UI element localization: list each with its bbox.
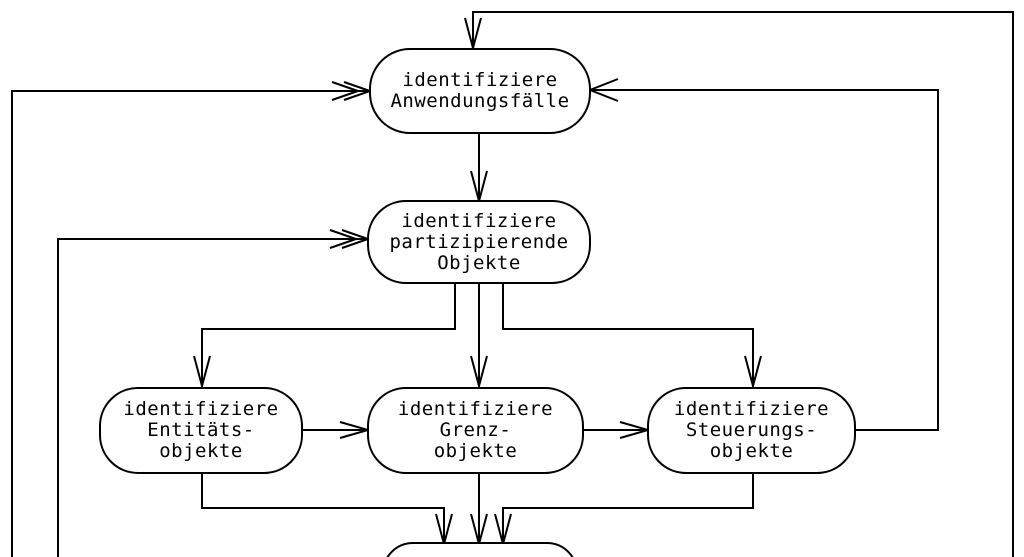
- edge-node5-to-bottom-node: [502, 473, 754, 544]
- node-shape-partizipierende: [367, 200, 591, 284]
- edge-left-inner-loop-to-node2: [57, 238, 368, 557]
- edge-node2-to-node3: [201, 283, 456, 386]
- node-shape-steuerungsobjekte: [647, 387, 856, 474]
- edge-node2-to-node5: [502, 283, 754, 386]
- edge-right-outer-loop-to-node1-top: [472, 11, 1014, 557]
- edge-left-outer-loop-to-node1: [11, 90, 370, 557]
- arrowhead-down-into-node4: [470, 355, 488, 390]
- edge-node3-to-bottom-node: [201, 473, 445, 544]
- node-shape-entitaetsobjekte: [99, 387, 303, 474]
- arrowhead-down-into-node5: [744, 355, 762, 390]
- node-shape-anwendungsfaelle: [369, 48, 591, 134]
- edge-node5-to-node1-right-loop: [590, 89, 939, 431]
- node-shape-grenzobjekte: [367, 387, 584, 474]
- arrowhead-down-into-node3: [193, 355, 211, 390]
- node-shape-bottom-partial: [386, 542, 574, 557]
